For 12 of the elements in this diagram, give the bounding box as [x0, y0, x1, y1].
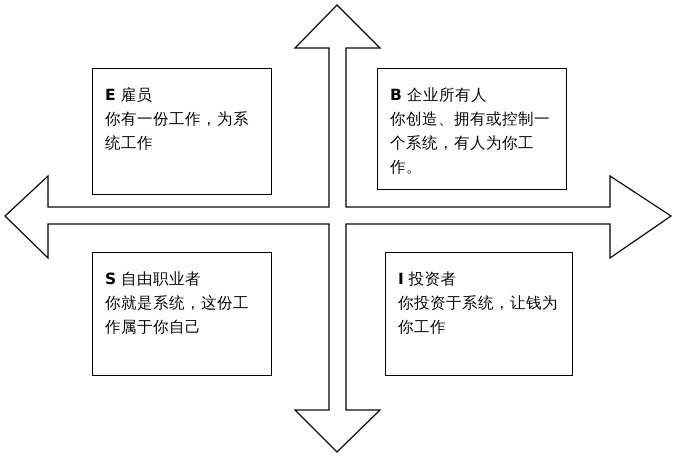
box-heading: B 企业所有人	[390, 85, 488, 106]
quadrant-box	[385, 252, 573, 376]
box-heading: S 自由职业者	[105, 269, 202, 290]
box-heading: E 雇员	[105, 85, 154, 106]
box-description: 你有一份工作，为系统工作	[105, 109, 250, 154]
box-heading: I 投资者	[398, 269, 458, 290]
quadrant-box	[377, 68, 567, 190]
box-description: 你创造、拥有或控制一个系统，有人为你工作。	[390, 109, 551, 178]
quadrant-box	[92, 252, 272, 376]
box-description: 你就是系统，这份工作属于你自己	[105, 293, 250, 338]
box-description: 你投资于系统，让钱为你工作	[398, 293, 559, 338]
quadrant-box	[92, 68, 272, 195]
